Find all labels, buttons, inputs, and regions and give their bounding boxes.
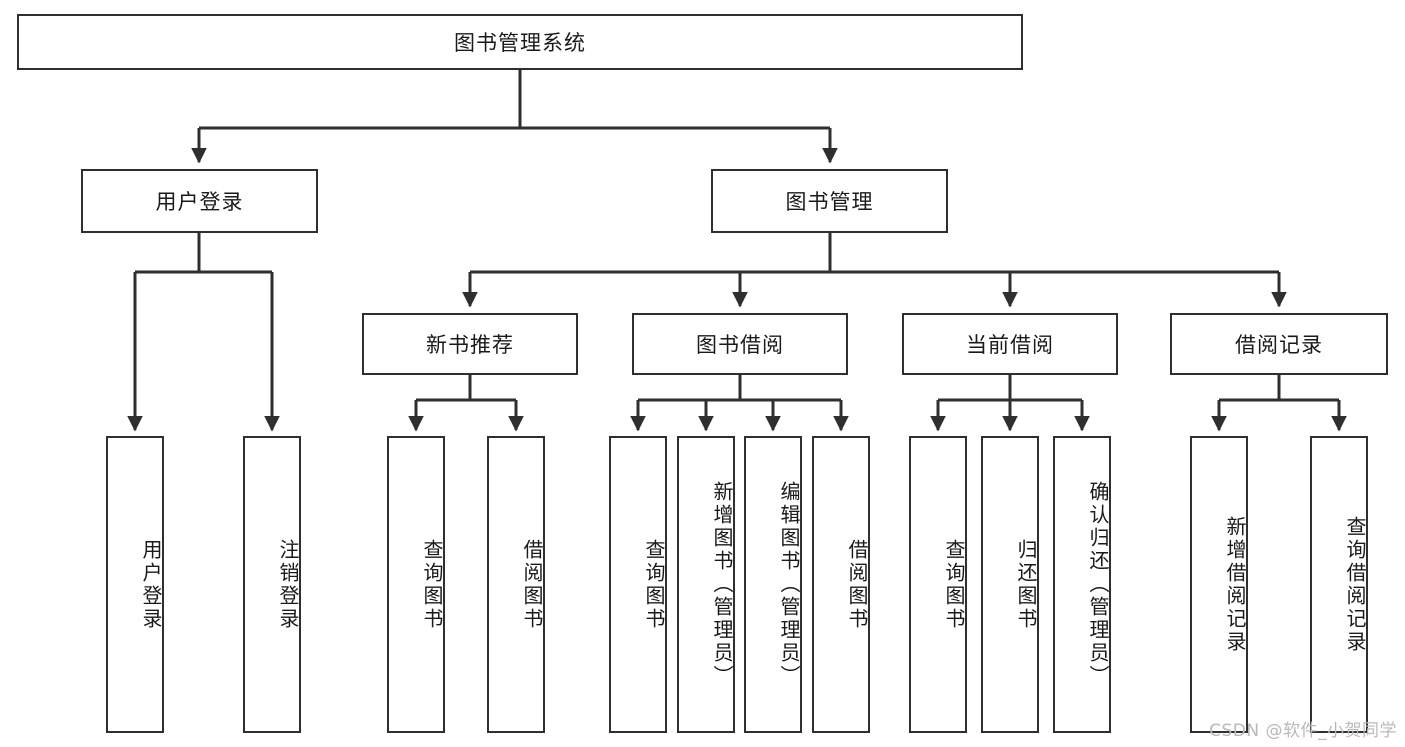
node-borrow-record-label: 借阅记录: [1235, 333, 1323, 357]
node-new-book-recommend-label: 新书推荐: [426, 333, 514, 357]
leaf-add-book-label: 新增图书（管理员）: [710, 481, 734, 688]
leaf-return-book[interactable]: 归还图书: [981, 436, 1039, 733]
leaf-query-book-rec-label: 查询图书: [420, 538, 444, 631]
leaf-edit-book[interactable]: 编辑图书（管理员）: [744, 436, 802, 733]
node-new-book-recommend[interactable]: 新书推荐: [362, 313, 578, 375]
leaf-user-logout[interactable]: 注销登录: [243, 436, 301, 733]
leaf-add-record-label: 新增借阅记录: [1223, 515, 1247, 654]
node-root[interactable]: 图书管理系统: [17, 14, 1023, 70]
node-book-manage-label: 图书管理: [785, 190, 874, 214]
leaf-edit-book-label: 编辑图书（管理员）: [777, 481, 801, 688]
node-root-label: 图书管理系统: [454, 31, 586, 55]
leaf-borrow-book-rec-label: 借阅图书: [520, 538, 544, 631]
leaf-query-book-current[interactable]: 查询图书: [909, 436, 967, 733]
leaf-add-record[interactable]: 新增借阅记录: [1190, 436, 1248, 733]
node-borrow-record[interactable]: 借阅记录: [1170, 313, 1388, 375]
leaf-query-book-rec[interactable]: 查询图书: [387, 436, 445, 733]
leaf-confirm-return-label: 确认归还（管理员）: [1086, 481, 1110, 688]
leaf-user-logout-label: 注销登录: [276, 538, 300, 631]
leaf-query-book-borrow-label: 查询图书: [642, 538, 666, 631]
leaf-add-book[interactable]: 新增图书（管理员）: [677, 436, 735, 733]
node-book-borrow-label: 图书借阅: [696, 333, 784, 357]
node-book-manage[interactable]: 图书管理: [711, 169, 948, 233]
leaf-borrow-book[interactable]: 借阅图书: [812, 436, 870, 733]
leaf-borrow-book-rec[interactable]: 借阅图书: [487, 436, 545, 733]
leaf-query-record[interactable]: 查询借阅记录: [1310, 436, 1368, 733]
leaf-return-book-label: 归还图书: [1014, 538, 1038, 631]
leaf-borrow-book-label: 借阅图书: [845, 538, 869, 631]
node-user-login[interactable]: 用户登录: [81, 169, 318, 233]
leaf-query-record-label: 查询借阅记录: [1343, 515, 1367, 654]
node-book-borrow[interactable]: 图书借阅: [632, 313, 848, 375]
leaf-confirm-return[interactable]: 确认归还（管理员）: [1053, 436, 1111, 733]
leaf-query-book-current-label: 查询图书: [942, 538, 966, 631]
node-current-borrow-label: 当前借阅: [966, 333, 1054, 357]
leaf-query-book-borrow[interactable]: 查询图书: [609, 436, 667, 733]
node-current-borrow[interactable]: 当前借阅: [902, 313, 1118, 375]
leaf-user-login-label: 用户登录: [139, 538, 163, 631]
node-user-login-label: 用户登录: [155, 190, 244, 214]
leaf-user-login[interactable]: 用户登录: [106, 436, 164, 733]
